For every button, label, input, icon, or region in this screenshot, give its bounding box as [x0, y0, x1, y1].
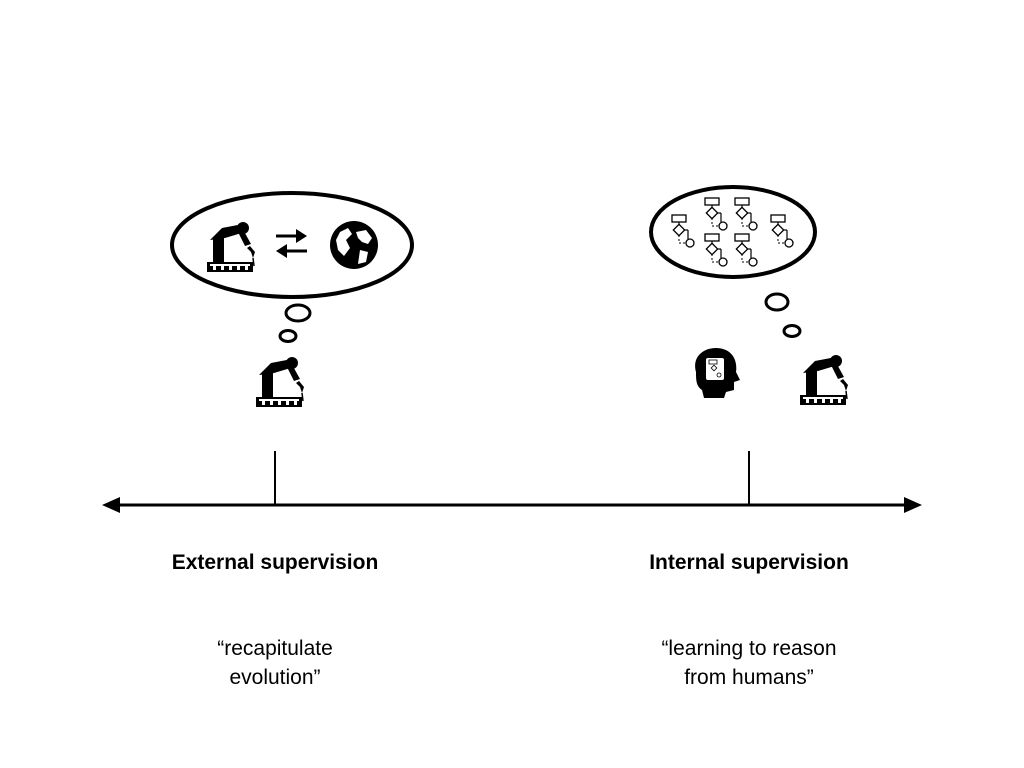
quote-line: from humans” [684, 666, 814, 689]
left-thought-bubble [170, 191, 414, 343]
right-thought-bubble [649, 185, 817, 338]
flowchart-icon [734, 233, 758, 267]
internal-supervision-quote: “learning to reason from humans” [579, 634, 919, 692]
external-supervision-label: External supervision [171, 551, 379, 574]
robot-arm-icon [206, 221, 256, 273]
quote-line: “recapitulate [217, 637, 333, 660]
globe-icon [330, 221, 378, 269]
robot-arm-icon [255, 356, 305, 408]
flowchart-icon [704, 233, 728, 267]
quote-line: evolution” [229, 666, 321, 689]
flowchart-icon [671, 214, 695, 248]
human-head-icon [695, 348, 740, 398]
exchange-arrows-icon [276, 229, 307, 258]
quote-line: “learning to reason [661, 637, 837, 660]
flowchart-icon [770, 214, 794, 248]
flowchart-icon [704, 197, 728, 231]
spectrum-axis [102, 497, 922, 513]
internal-supervision-label: Internal supervision [649, 551, 849, 574]
flowchart-icon [734, 197, 758, 231]
external-supervision-quote: “recapitulate evolution” [105, 634, 445, 692]
robot-arm-icon [799, 354, 849, 406]
